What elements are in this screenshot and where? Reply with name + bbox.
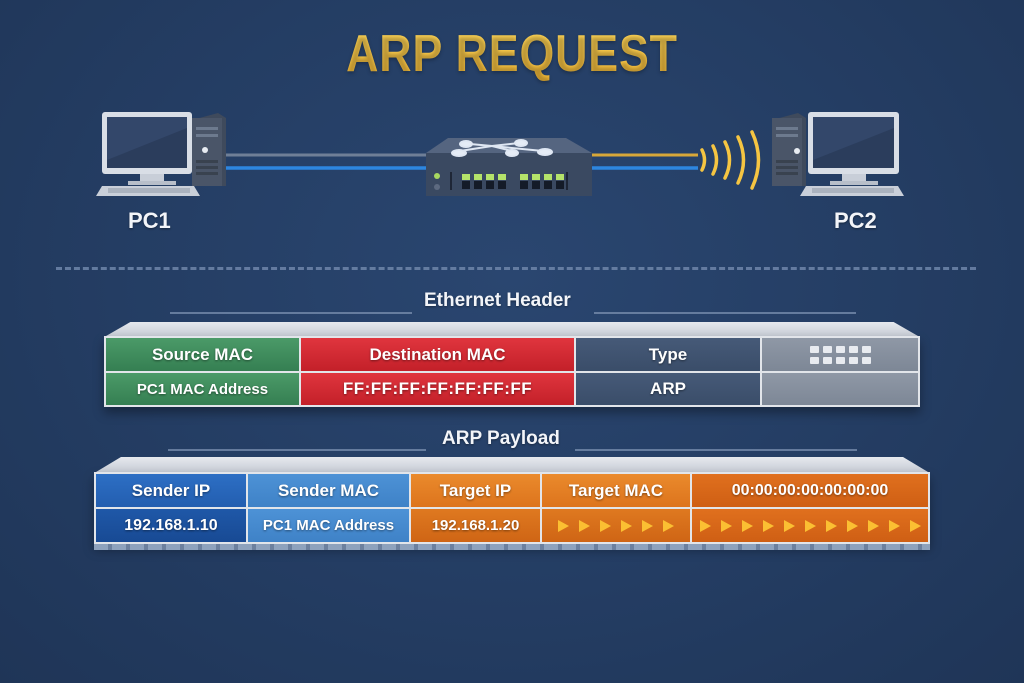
switch-port-led xyxy=(520,174,528,180)
field-header-destination-mac: Destination MAC xyxy=(301,338,574,371)
switch-port-led xyxy=(544,174,552,180)
ethernet-title-rule-right xyxy=(594,312,856,314)
ethernet-title-rule-left xyxy=(170,312,412,314)
arp-packet-bevel xyxy=(96,457,928,472)
switch-port-led xyxy=(532,174,540,180)
field-value-target-mac xyxy=(542,509,690,542)
arrow-right-icon xyxy=(621,519,632,532)
pc2-label: PC2 xyxy=(834,208,877,233)
field-header-extra xyxy=(762,338,918,371)
field-value-target-ip: 192.168.1.20 xyxy=(411,509,540,542)
arrow-right-icons xyxy=(699,519,921,532)
switch-port xyxy=(532,181,540,189)
field-header-source-mac: Source MAC xyxy=(106,338,299,371)
network-switch-icon xyxy=(426,138,592,196)
arrow-right-icon xyxy=(579,519,590,532)
arrow-right-icon xyxy=(558,519,569,532)
switch-port xyxy=(520,181,528,189)
ethernet-packet-bevel xyxy=(106,322,918,336)
arp-title-rule-left xyxy=(168,449,426,451)
field-header-zero-mac: 00:00:00:00:00:00:00 xyxy=(692,474,928,507)
field-value-sender-mac: PC1 MAC Address xyxy=(248,509,409,542)
pc1-computer-icon xyxy=(96,112,226,196)
switch-port-led xyxy=(498,174,506,180)
arp-payload-title: ARP Payload xyxy=(442,428,560,449)
field-header-sender-ip: Sender IP xyxy=(96,474,246,507)
section-divider xyxy=(56,267,976,270)
switch-port xyxy=(462,181,470,189)
switch-port xyxy=(498,181,506,189)
switch-port xyxy=(486,181,494,189)
switch-port-led xyxy=(474,174,482,180)
arp-payload-packet: Sender IP Sender MAC Target IP Target MA… xyxy=(94,472,930,550)
arrow-right-icon xyxy=(741,519,753,532)
grid-dots-icon xyxy=(809,345,871,364)
arrow-right-icon xyxy=(825,519,837,532)
switch-power-led xyxy=(434,173,440,179)
switch-ports xyxy=(462,174,564,189)
arrow-right-icon xyxy=(888,519,900,532)
arrow-right-icon xyxy=(867,519,879,532)
switch-port xyxy=(474,181,482,189)
network-diagram xyxy=(96,112,904,196)
field-header-sender-mac: Sender MAC xyxy=(248,474,409,507)
arrow-right-icon xyxy=(783,519,795,532)
packet-bottom-stripe xyxy=(94,544,930,550)
arrow-right-icons xyxy=(558,519,674,532)
switch-port-led xyxy=(556,174,564,180)
field-header-target-mac: Target MAC xyxy=(542,474,690,507)
field-value-extra xyxy=(762,373,918,405)
pc2-computer-icon xyxy=(772,112,904,196)
arrow-right-icon xyxy=(909,519,921,532)
switch-port xyxy=(544,181,552,189)
arrow-right-icon xyxy=(846,519,858,532)
ethernet-header-title: Ethernet Header xyxy=(424,290,571,311)
field-header-target-ip: Target IP xyxy=(411,474,540,507)
arrow-right-icon xyxy=(804,519,816,532)
diagram-title: ARP REQUEST xyxy=(72,24,953,84)
arp-title-rule-right xyxy=(575,449,857,451)
field-value-destination-mac: FF:FF:FF:FF:FF:FF:FF xyxy=(301,373,574,405)
switch-port xyxy=(556,181,564,189)
arrow-right-icon xyxy=(720,519,732,532)
switch-port-led xyxy=(462,174,470,180)
arrow-right-icon xyxy=(600,519,611,532)
field-value-zero-mac xyxy=(692,509,928,542)
field-value-source-mac: PC1 MAC Address xyxy=(106,373,299,405)
arrow-right-icon xyxy=(663,519,674,532)
switch-port-led xyxy=(486,174,494,180)
field-value-sender-ip: 192.168.1.10 xyxy=(96,509,246,542)
pc1-label: PC1 xyxy=(128,208,171,233)
arrow-right-icon xyxy=(762,519,774,532)
arrow-right-icon xyxy=(699,519,711,532)
broadcast-signal-icon xyxy=(700,130,761,190)
field-header-type: Type xyxy=(576,338,760,371)
ethernet-header-packet: Source MAC Destination MAC Type PC1 MAC … xyxy=(104,336,920,407)
field-value-type: ARP xyxy=(576,373,760,405)
arrow-right-icon xyxy=(642,519,653,532)
